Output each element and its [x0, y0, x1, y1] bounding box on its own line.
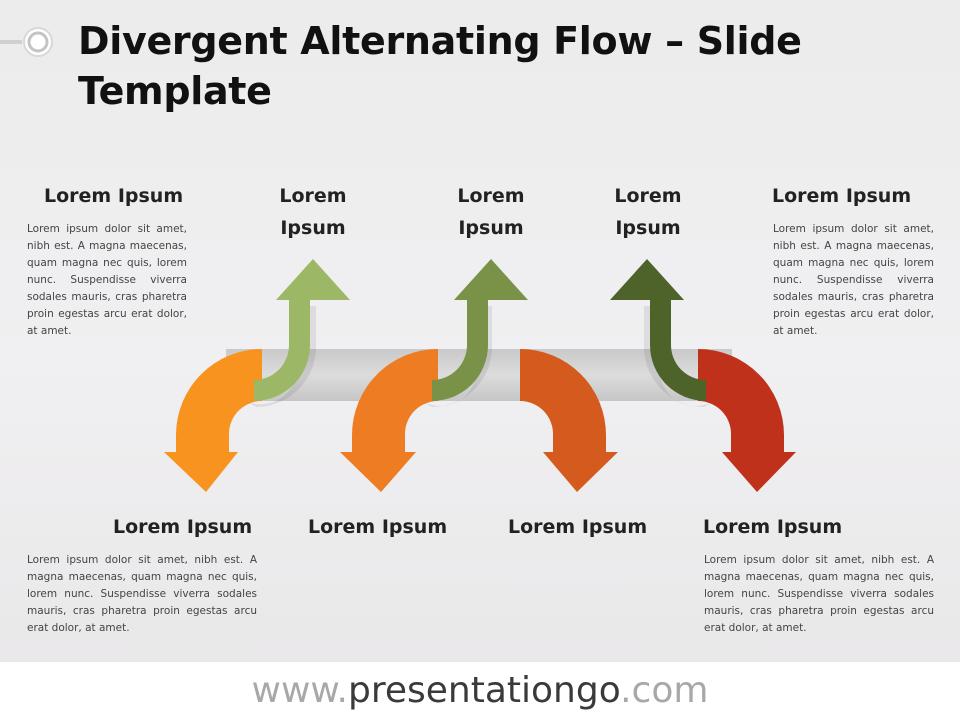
flow-diagram	[164, 259, 796, 492]
text-bottom-right: Lorem ipsum dolor sit amet, nibh est. A …	[704, 554, 934, 634]
up-arrow-1	[254, 259, 350, 401]
up-arrow-2	[432, 259, 528, 401]
footer-suffix: .com	[620, 670, 709, 711]
down-arrow-2	[340, 349, 438, 492]
footer-brand: presentationgo	[348, 670, 621, 711]
label-down-1: Lorem Ipsum	[113, 516, 253, 538]
text-top-right: Lorem ipsum dolor sit amet, nibh est. A …	[773, 223, 934, 337]
label-up-1: Lorem Ipsum	[279, 185, 347, 239]
label-up-2: Lorem Ipsum	[457, 185, 525, 239]
slide: Divergent Alternating Flow – Slide Templ…	[0, 19, 934, 634]
label-down-3: Lorem Ipsum	[508, 516, 648, 538]
page-title: Divergent Alternating Flow – Slide Templ…	[78, 19, 802, 113]
text-top-left: Lorem ipsum dolor sit amet, nibh est. A …	[27, 223, 187, 337]
footer-prefix: www.	[251, 670, 348, 711]
label-top-right: Lorem Ipsum	[772, 185, 912, 207]
footer-url: www.presentationgo.com	[0, 662, 960, 720]
down-arrow-1	[164, 349, 262, 492]
pin-icon	[0, 27, 53, 57]
up-arrow-3	[610, 259, 706, 401]
text-bottom-left: Lorem ipsum dolor sit amet, nibh est. A …	[27, 554, 257, 634]
down-arrow-4	[698, 349, 796, 492]
label-down-2: Lorem Ipsum	[308, 516, 448, 538]
label-down-4: Lorem Ipsum	[703, 516, 843, 538]
down-arrow-3	[520, 349, 618, 492]
label-top-left: Lorem Ipsum	[44, 185, 184, 207]
label-up-3: Lorem Ipsum	[614, 185, 682, 239]
